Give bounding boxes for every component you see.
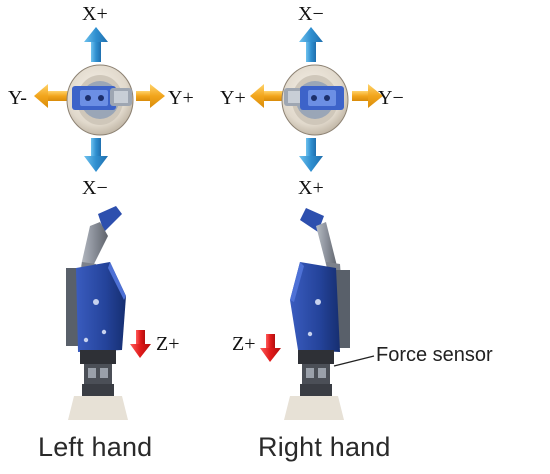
right-y-minus-arrow — [352, 84, 383, 108]
left-hand-top-icon — [66, 64, 134, 136]
right-z-plus-arrow — [260, 334, 281, 362]
left-z-plus-arrow — [130, 330, 151, 358]
right-top-view — [250, 27, 383, 172]
left-x-minus-arrow — [84, 138, 108, 172]
force-sensor-leader-line — [333, 355, 375, 367]
right-x-minus-arrow — [299, 27, 323, 62]
right-y-plus-arrow — [250, 84, 284, 108]
left-hand-side-icon — [66, 206, 151, 420]
right-hand-caption: Right hand — [258, 432, 391, 462]
right-right-axis-label: Y− — [378, 87, 404, 109]
left-y-minus-arrow — [34, 84, 68, 108]
right-hand-top-icon — [281, 64, 349, 136]
right-bottom-axis-label: X+ — [298, 177, 324, 199]
right-top-axis-label: X− — [298, 3, 324, 25]
force-sensor-label: Force sensor — [376, 344, 493, 366]
left-z-axis-label: Z+ — [156, 333, 180, 355]
right-hand-side-icon — [260, 208, 375, 420]
left-x-plus-arrow — [84, 27, 108, 62]
left-top-view — [34, 27, 165, 172]
right-left-axis-label: Y+ — [220, 87, 246, 109]
left-left-axis-label: Y- — [8, 87, 27, 109]
left-right-axis-label: Y+ — [168, 87, 194, 109]
left-bottom-axis-label: X− — [82, 177, 108, 199]
left-top-axis-label: X+ — [82, 3, 108, 25]
left-y-plus-arrow — [136, 84, 165, 108]
left-hand-caption: Left hand — [38, 432, 153, 462]
right-x-plus-arrow — [299, 138, 323, 172]
right-z-axis-label: Z+ — [232, 333, 256, 355]
